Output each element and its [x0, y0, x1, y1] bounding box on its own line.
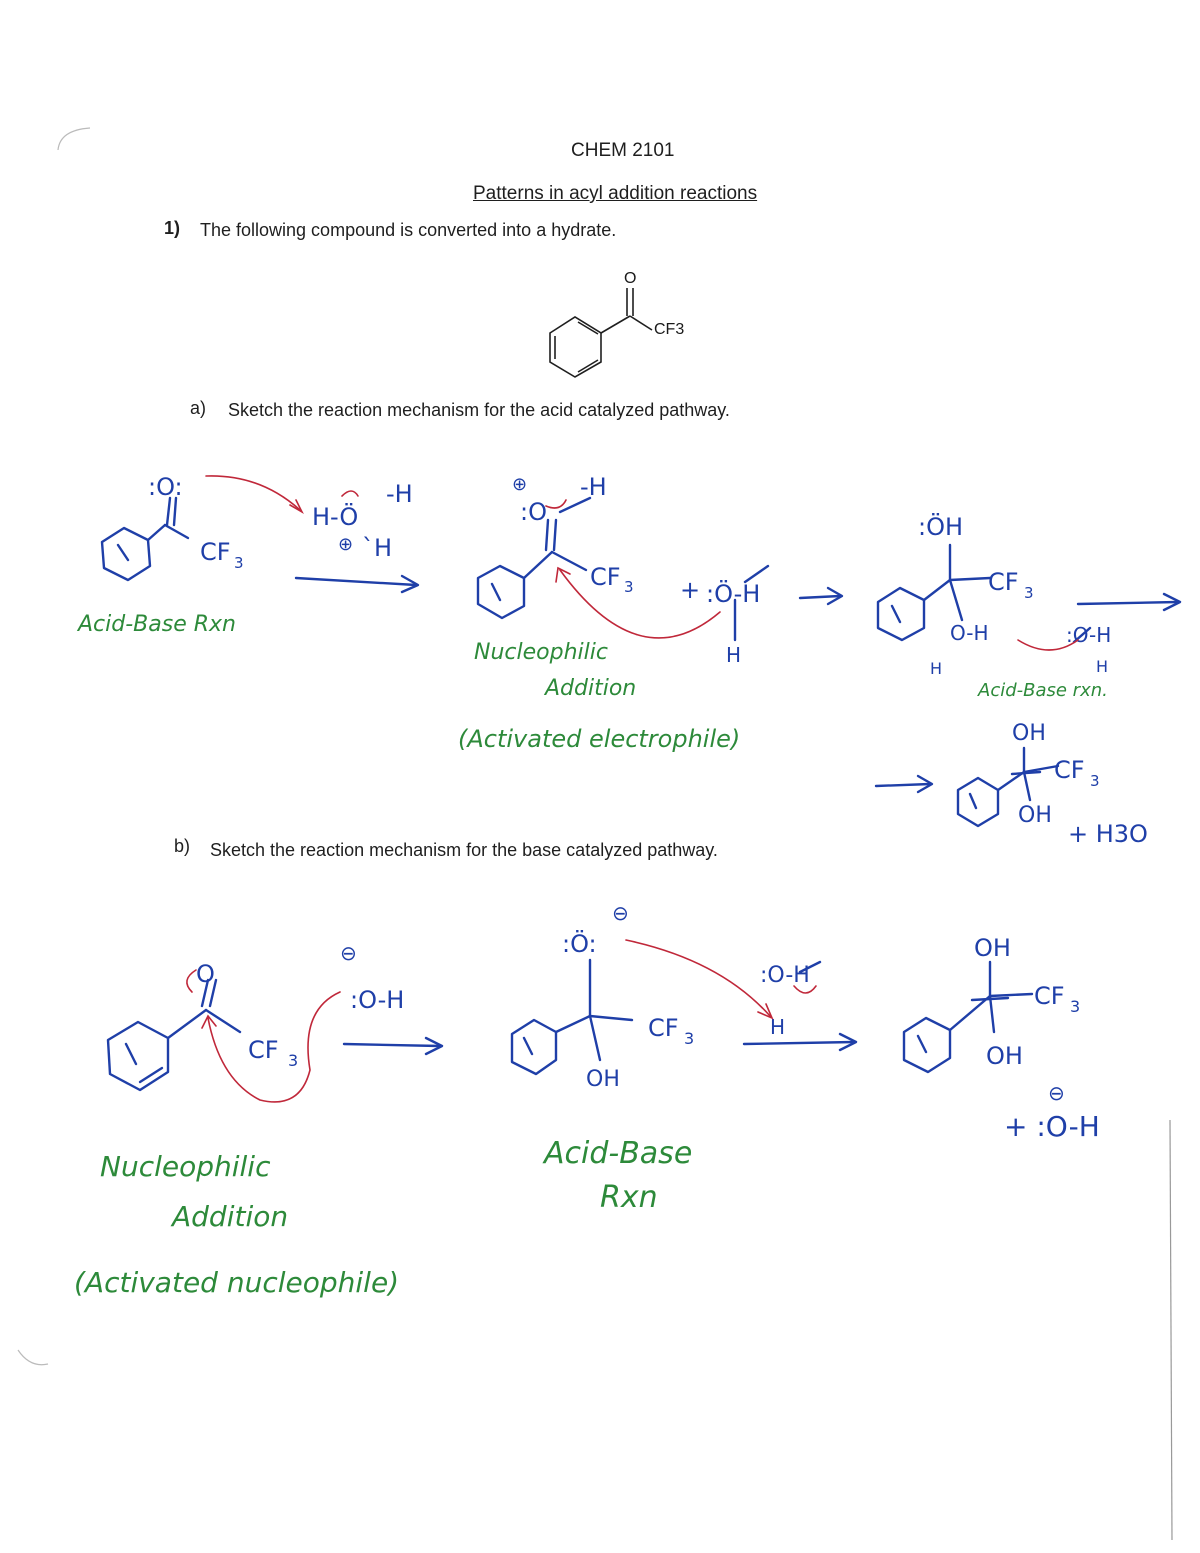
- svg-text:3: 3: [1070, 997, 1080, 1016]
- svg-text::Ö-H: :Ö-H: [706, 579, 760, 608]
- base-step1-label-line2: Addition: [172, 1200, 289, 1233]
- base-hydroxide-byproduct: + :O-H: [1004, 1110, 1100, 1143]
- svg-text:3: 3: [624, 578, 634, 596]
- svg-text:⊖: ⊖: [1048, 1081, 1065, 1105]
- svg-text:CF: CF: [1054, 756, 1085, 784]
- base-hydrate-product: [902, 960, 1034, 1074]
- acid-protonated-ketone: [476, 496, 592, 620]
- svg-text:CF: CF: [1034, 982, 1065, 1010]
- acid-arrow-3: [1076, 592, 1182, 612]
- part-a-label: a): [190, 398, 207, 418]
- svg-text:⊖: ⊖: [612, 901, 629, 925]
- acid-step2-label-line1: Nucleophilic: [474, 640, 608, 665]
- svg-text:OH: OH: [1018, 803, 1052, 828]
- acid-hydronium-byproduct: + H3O: [1068, 820, 1148, 848]
- svg-text:H: H: [930, 659, 942, 678]
- svg-text:CF: CF: [200, 538, 231, 566]
- svg-text:CF: CF: [988, 568, 1019, 596]
- svg-text:CF: CF: [648, 1014, 679, 1042]
- svg-text:3: 3: [1090, 772, 1100, 790]
- water-molecule-1: [733, 564, 770, 642]
- svg-text:⊖: ⊖: [340, 941, 357, 965]
- water-molecule-3: [798, 960, 822, 974]
- acid-step2-note: (Activated electrophile): [458, 725, 741, 753]
- base-start-ketone: [106, 978, 242, 1092]
- svg-text:3: 3: [234, 554, 244, 572]
- svg-text:O-H: O-H: [950, 621, 989, 645]
- part-b-prompt: Sketch the reaction mechanism for the ba…: [210, 840, 718, 860]
- svg-text::O-H: :O-H: [350, 986, 404, 1014]
- base-red-arrow-1: [207, 991, 341, 1103]
- base-step1-note: (Activated nucleophile): [74, 1266, 400, 1299]
- part-b-label: b): [174, 836, 191, 856]
- acid-step2-label-line2: Addition: [545, 676, 637, 701]
- svg-text::O-H: :O-H: [760, 963, 810, 988]
- base-step2-label-line1: Acid-Base: [544, 1136, 693, 1171]
- svg-text::O: :O: [520, 498, 547, 526]
- acid-red-arrow-3: [1017, 639, 1079, 651]
- acid-arrow-2: [798, 586, 844, 606]
- acid-tetrahedral-intermediate: [876, 543, 992, 642]
- svg-text:⊕: ⊕: [512, 474, 527, 495]
- svg-text::ÖH: :ÖH: [918, 512, 963, 541]
- svg-text:+: +: [680, 576, 700, 604]
- acid-reagent-arrow: [294, 574, 420, 594]
- svg-text:`H: `H: [362, 534, 392, 562]
- svg-text:OH: OH: [586, 1067, 620, 1092]
- svg-text:OH: OH: [974, 934, 1011, 962]
- base-alkoxide-intermediate: [510, 958, 634, 1076]
- svg-text:-H: -H: [580, 473, 607, 501]
- svg-text:H-Ö: H-Ö: [312, 502, 358, 531]
- svg-text:OH: OH: [1012, 721, 1046, 746]
- worksheet-title: Patterns in acyl addition reactions: [473, 183, 758, 204]
- svg-text:3: 3: [684, 1029, 694, 1048]
- svg-text:H: H: [770, 1015, 785, 1039]
- acid-red-arrow-1: [205, 475, 301, 511]
- acid-step3-label: Acid-Base rxn.: [978, 680, 1108, 701]
- question-1-text: The following compound is converted into…: [200, 220, 617, 240]
- compound-cf3-label: CF3: [654, 321, 685, 338]
- acid-step1-label: Acid-Base Rxn: [78, 612, 236, 637]
- base-step2-label-line2: Rxn: [600, 1180, 658, 1215]
- svg-text:3: 3: [1024, 584, 1034, 602]
- course-code: CHEM 2101: [571, 140, 675, 161]
- svg-text:O: O: [196, 960, 215, 988]
- svg-text:H: H: [726, 643, 741, 667]
- acid-start-oxygen: :O:: [148, 473, 183, 501]
- acid-start-ketone: [100, 496, 190, 582]
- acid-arrow-4: [874, 774, 934, 794]
- acid-hydrate-product: [956, 746, 1060, 828]
- acid-red-arrow-2: [559, 569, 721, 639]
- svg-text::Ö:: :Ö:: [562, 929, 597, 958]
- svg-text:-H: -H: [386, 480, 413, 508]
- base-arrow-1: [342, 1036, 444, 1056]
- question-1-number: 1): [164, 218, 181, 238]
- part-a-prompt: Sketch the reaction mechanism for the ac…: [228, 400, 730, 420]
- svg-text:CF: CF: [248, 1036, 279, 1064]
- water-molecule-2: [1072, 626, 1092, 644]
- svg-text:OH: OH: [986, 1042, 1023, 1070]
- svg-text:H: H: [1096, 657, 1108, 676]
- base-red-arrow-2: [186, 969, 197, 993]
- svg-text:⊕: ⊕: [338, 534, 353, 555]
- svg-text:3: 3: [288, 1051, 298, 1070]
- base-red-arrow-3: [625, 939, 771, 1017]
- base-step1-label-line1: Nucleophilic: [100, 1150, 271, 1183]
- compound-oxygen-label: O: [624, 270, 637, 287]
- base-arrow-2: [742, 1032, 858, 1052]
- svg-text:CF: CF: [590, 563, 621, 591]
